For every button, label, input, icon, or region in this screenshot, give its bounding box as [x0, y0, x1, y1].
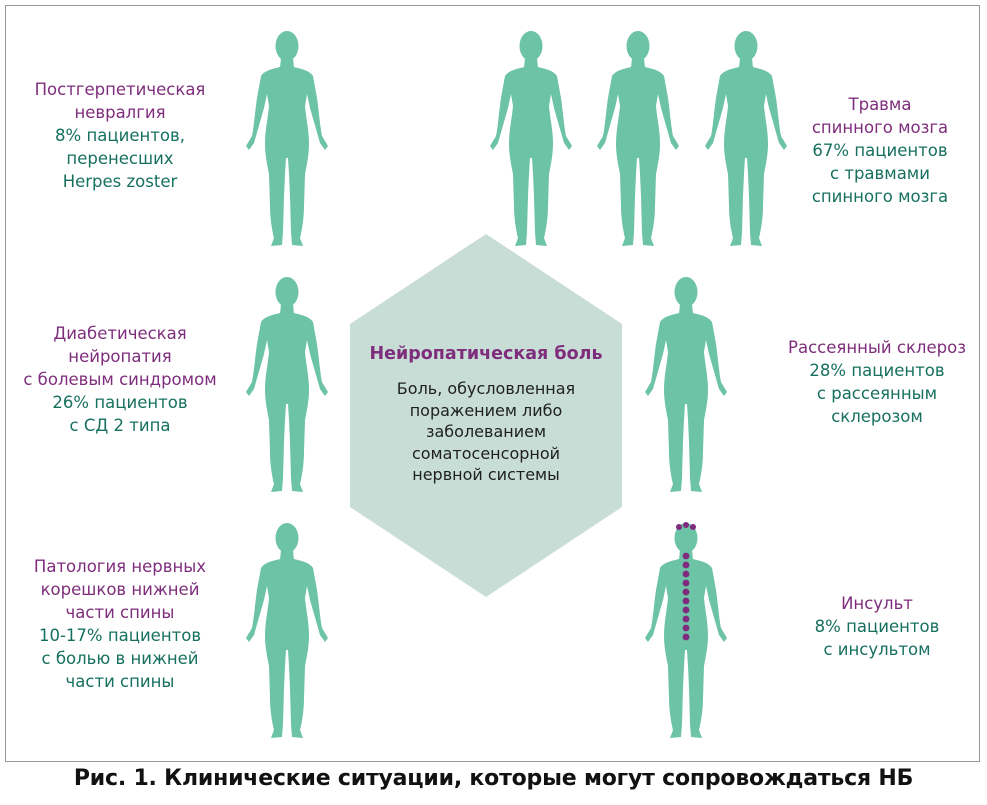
condition-title: Патология нервных [33, 557, 207, 576]
figure-caption: Рис. 1. Клинические ситуации, которые мо… [73, 766, 914, 791]
condition-title: Диабетическая [53, 324, 187, 343]
condition-stat: 10-17% пациентов [38, 626, 202, 645]
center-definition: Боль, обусловленная поражением либо забо… [378, 378, 594, 486]
label-multiple-sclerosis: Рассеянный склероз 28% пациентов с рассе… [772, 336, 982, 428]
label-stroke: Инсульт 8% пациентов с инсультом [772, 592, 982, 661]
label-diabetic: Диабетическая нейропатия с болевым синдр… [15, 322, 225, 437]
condition-stat: с СД 2 типа [69, 416, 171, 435]
human-body-icon [246, 523, 328, 738]
center-title: Нейропатическая боль [369, 344, 603, 364]
human-body-icon [246, 31, 328, 246]
label-spinal-cord: Травма спинного мозга 67% пациентов с тр… [790, 93, 970, 208]
center-line: поражением либо [409, 400, 563, 420]
center-line: нервной системы [412, 465, 560, 484]
condition-stat: 26% пациентов [52, 393, 188, 412]
condition-stat: 8% пациентов, [55, 126, 185, 145]
center-line: Боль, обусловленная [396, 379, 576, 398]
human-body-icon [597, 31, 679, 246]
condition-title: невралгия [74, 103, 166, 122]
condition-title: корешков нижней [40, 580, 200, 599]
center-line: заболеванием [425, 422, 547, 441]
human-body-icon [645, 522, 727, 738]
condition-stat: части спины [65, 672, 175, 691]
condition-title: части спины [65, 603, 175, 622]
figure-frame [5, 5, 980, 762]
condition-stat: с травмами [830, 164, 930, 183]
condition-title: с болевым синдромом [23, 370, 217, 389]
condition-stat: с инсультом [823, 640, 931, 659]
condition-stat: с рассеянным [816, 384, 938, 403]
condition-title: Рассеянный склероз [788, 338, 966, 357]
condition-title: спинного мозга [811, 118, 949, 137]
human-body-icon [490, 31, 572, 246]
condition-stat: склерозом [831, 407, 923, 426]
center-line: соматосенсорной [411, 443, 561, 463]
condition-title: Постгерпетическая [34, 80, 206, 99]
condition-stat: спинного мозга [811, 187, 949, 206]
label-postherpetic: Постгерпетическая невралгия 8% пациентов… [15, 78, 225, 193]
human-body-icon [645, 277, 727, 492]
condition-title: нейропатия [68, 347, 172, 366]
condition-title: Травма [848, 95, 912, 114]
condition-stat: 28% пациентов [809, 361, 945, 380]
condition-stat: перенесших [66, 149, 174, 168]
condition-stat: Herpes zoster [62, 172, 178, 191]
label-low-back: Патология нервных корешков нижней части … [15, 555, 225, 693]
condition-stat: с болью в нижней [41, 649, 199, 668]
human-body-icon [705, 31, 787, 246]
human-body-icon [246, 277, 328, 492]
condition-title: Инсульт [841, 594, 913, 613]
condition-stat: 8% пациентов [814, 617, 940, 636]
center-hexagon [350, 234, 622, 597]
condition-stat: 67% пациентов [812, 141, 948, 160]
